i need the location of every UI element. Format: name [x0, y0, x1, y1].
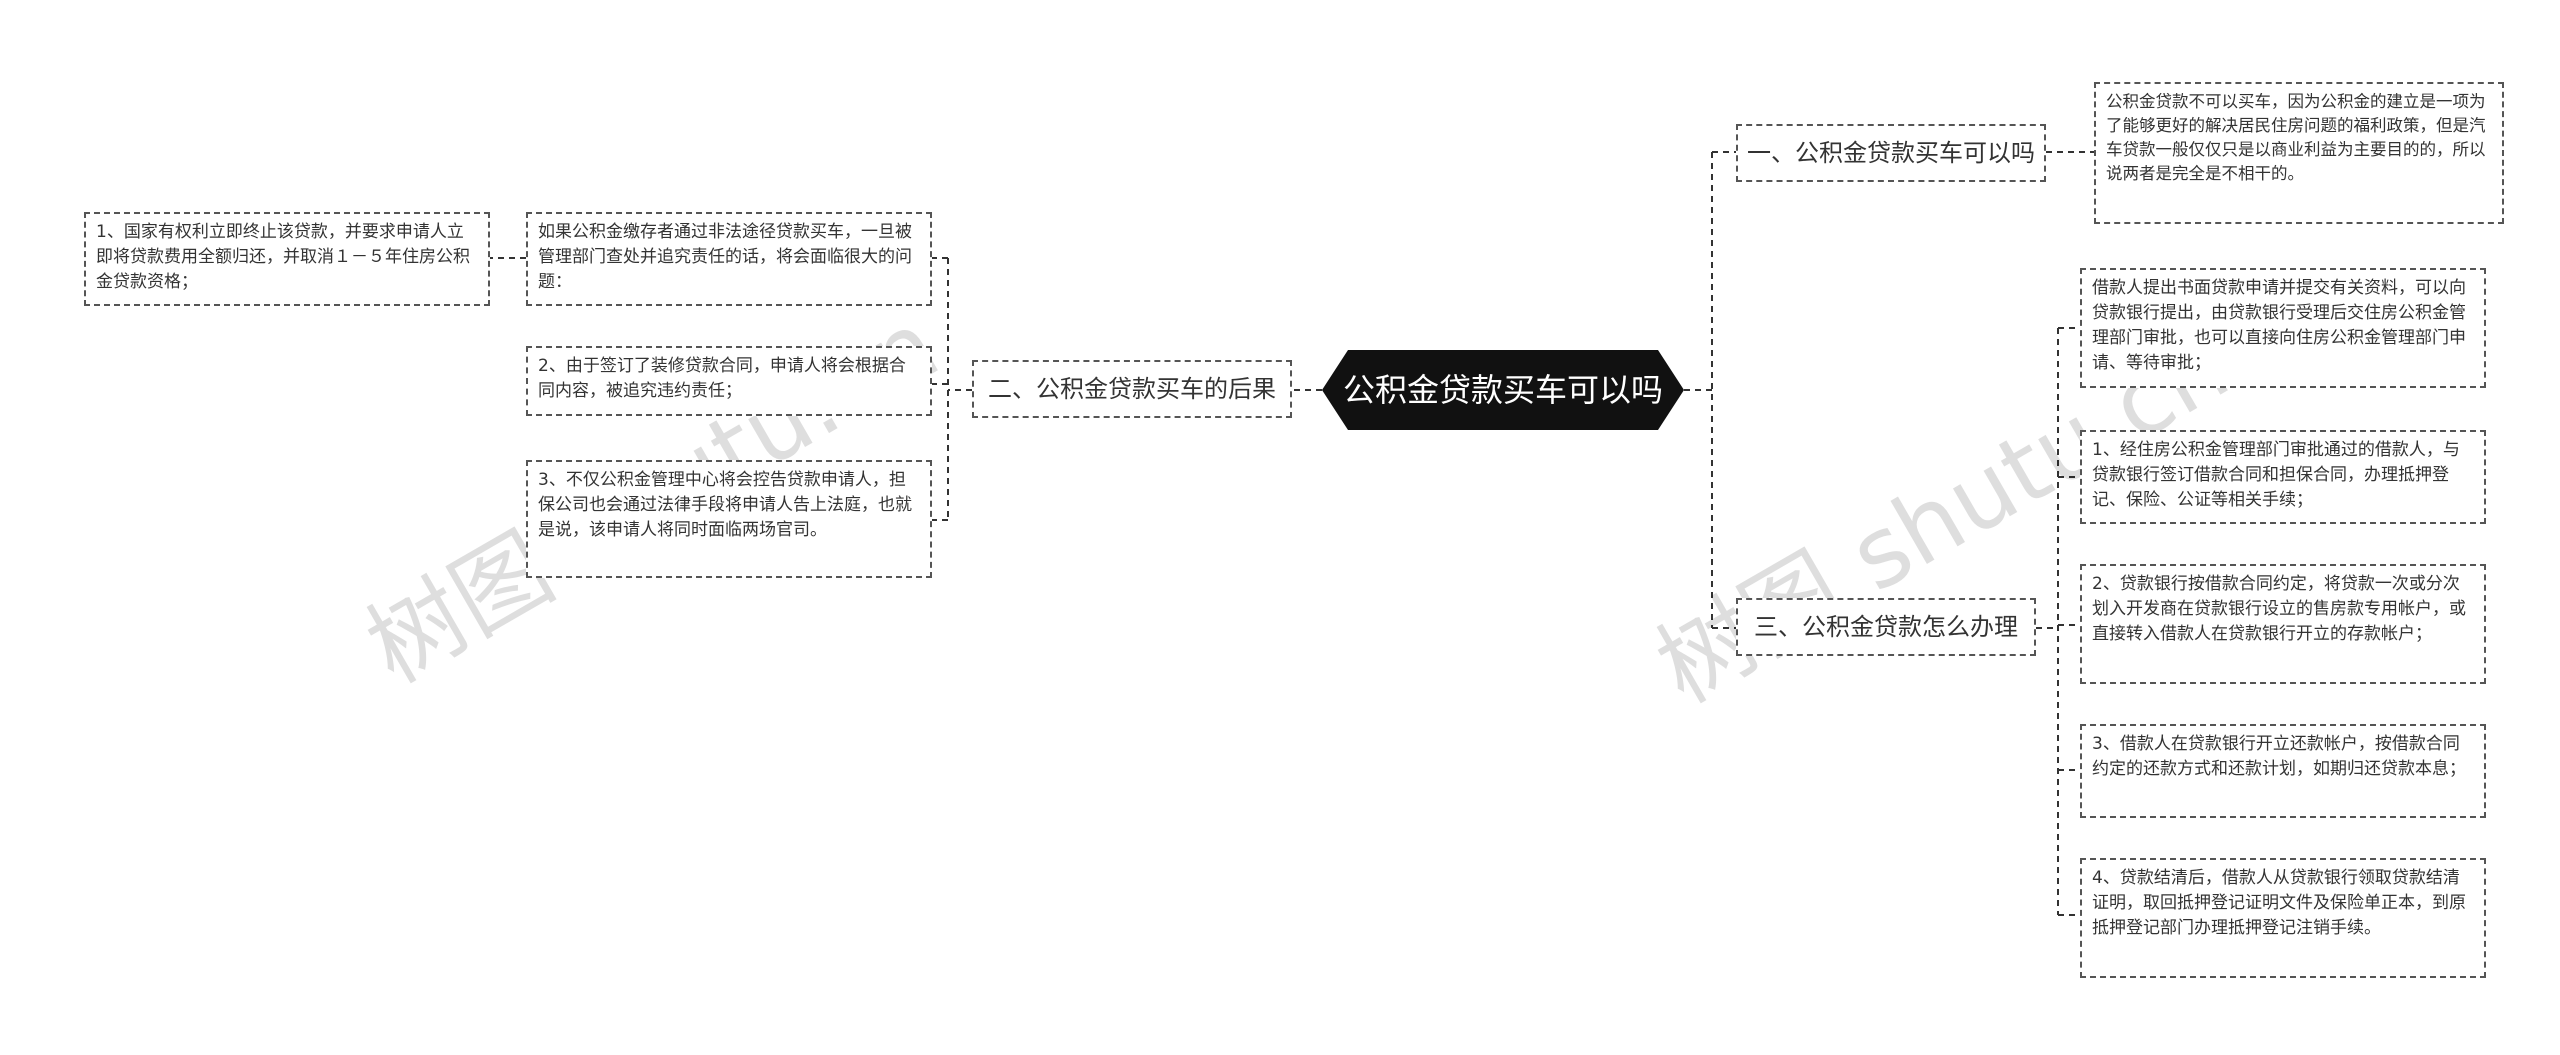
branch-node-consequences[interactable]: 二、公积金贷款买车的后果 — [972, 360, 1292, 418]
leaf-node[interactable]: 4、贷款结清后，借款人从贷款银行领取贷款结清证明，取回抵押登记证明文件及保险单正… — [2080, 858, 2486, 978]
leaf-node[interactable]: 2、贷款银行按借款合同约定，将贷款一次或分次划入开发商在贷款银行设立的售房款专用… — [2080, 564, 2486, 684]
branch-node-how-to-apply[interactable]: 三、公积金贷款怎么办理 — [1736, 598, 2036, 656]
leaf-node[interactable]: 如果公积金缴存者通过非法途径贷款买车，一旦被管理部门查处并追究责任的话，将会面临… — [526, 212, 932, 306]
leaf-node[interactable]: 1、经住房公积金管理部门审批通过的借款人，与贷款银行签订借款合同和担保合同，办理… — [2080, 430, 2486, 524]
leaf-node[interactable]: 3、借款人在贷款银行开立还款帐户，按借款合同约定的还款方式和还款计划，如期归还贷… — [2080, 724, 2486, 818]
leaf-node[interactable]: 3、不仅公积金管理中心将会控告贷款申请人，担保公司也会通过法律手段将申请人告上法… — [526, 460, 932, 578]
root-node[interactable]: 公积金贷款买车可以吗 — [1322, 350, 1684, 430]
leaf-node[interactable]: 公积金贷款不可以买车，因为公积金的建立是一项为了能够更好的解决居民住房问题的福利… — [2094, 82, 2504, 224]
branch-node-can-buy-car[interactable]: 一、公积金贷款买车可以吗 — [1736, 124, 2046, 182]
leaf-node[interactable]: 1、国家有权利立即终止该贷款，并要求申请人立即将贷款费用全额归还，并取消１－５年… — [84, 212, 490, 306]
leaf-node[interactable]: 2、由于签订了装修贷款合同，申请人将会根据合同内容，被追究违约责任； — [526, 346, 932, 416]
leaf-node[interactable]: 借款人提出书面贷款申请并提交有关资料，可以向贷款银行提出，由贷款银行受理后交住房… — [2080, 268, 2486, 388]
